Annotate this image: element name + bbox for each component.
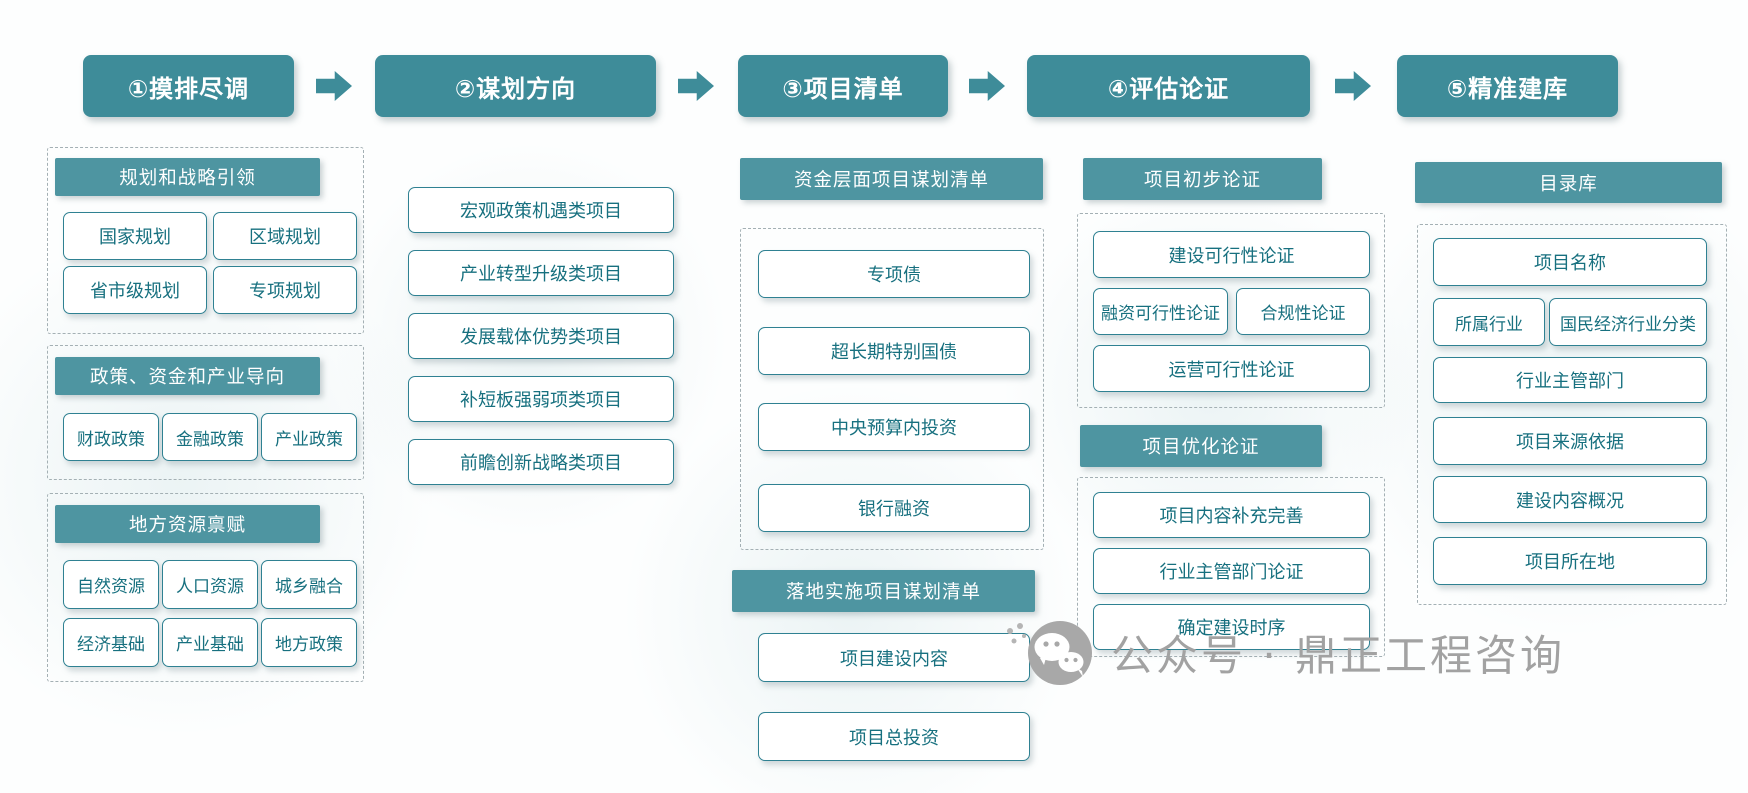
group-header-local-resources: 地方资源禀赋	[55, 505, 320, 543]
group-container-policy	[47, 345, 364, 480]
item-box: 专项债	[758, 250, 1030, 298]
item-box: 经济基础	[63, 618, 159, 667]
item-box: 超长期特别国债	[758, 327, 1030, 375]
watermark: 公众号 · 鼎正工程咨询	[1003, 615, 1562, 690]
item-box: 城乡融合	[261, 560, 357, 609]
group-header-optimization: 项目优化论证	[1080, 425, 1322, 467]
watermark-text: 公众号 · 鼎正工程咨询	[1111, 631, 1566, 680]
item-box: 银行融资	[758, 484, 1030, 532]
step-4-evaluation: ④评估论证	[1027, 55, 1310, 117]
item-box: 补短板强弱项类项目	[408, 376, 674, 422]
item-box: 前瞻创新战略类项目	[408, 439, 674, 485]
arrow-right-icon	[969, 71, 1005, 101]
arrow-right-icon	[678, 71, 714, 101]
group-container-preliminary	[1077, 213, 1385, 408]
group-header-planning: 规划和战略引领	[55, 158, 320, 196]
item-box: 项目总投资	[758, 712, 1030, 761]
item-box: 人口资源	[162, 560, 258, 609]
item-box: 合规性论证	[1236, 288, 1370, 335]
item-box: 发展载体优势类项目	[408, 313, 674, 359]
item-box: 区域规划	[213, 212, 357, 260]
item-box: 项目所在地	[1433, 537, 1707, 585]
item-box: 行业主管部门论证	[1093, 548, 1370, 594]
group-header-policy: 政策、资金和产业导向	[55, 357, 320, 395]
item-box: 建设可行性论证	[1093, 231, 1370, 278]
group-container-catalog	[1417, 224, 1727, 605]
item-box: 确定建设时序	[1093, 604, 1370, 650]
item-box: 金融政策	[162, 413, 258, 461]
step-2-direction: ②谋划方向	[375, 55, 656, 117]
item-box: 所属行业	[1433, 298, 1545, 346]
step-3-project-list: ③项目清单	[738, 55, 948, 117]
group-container-funding	[740, 228, 1044, 550]
item-box: 建设内容概况	[1433, 476, 1707, 523]
item-box: 融资可行性论证	[1093, 288, 1228, 335]
item-box: 项目建设内容	[758, 633, 1030, 682]
item-box: 运营可行性论证	[1093, 345, 1370, 392]
item-box: 产业政策	[261, 413, 357, 461]
group-container-optimization	[1077, 477, 1385, 657]
item-box: 中央预算内投资	[758, 403, 1030, 451]
item-box: 国民经济行业分类	[1549, 298, 1707, 346]
wechat-icon	[1003, 619, 1095, 687]
item-box: 项目来源依据	[1433, 417, 1707, 465]
item-box: 行业主管部门	[1433, 357, 1707, 403]
step-5-database: ⑤精准建库	[1397, 55, 1618, 117]
step-1-survey: ①摸排尽调	[83, 55, 294, 117]
item-box: 国家规划	[63, 212, 207, 260]
item-box: 财政政策	[63, 413, 159, 461]
item-box: 地方政策	[261, 618, 357, 667]
arrow-right-icon	[316, 71, 352, 101]
item-box: 宏观政策机遇类项目	[408, 187, 674, 233]
item-box: 专项规划	[213, 266, 357, 314]
arrow-right-icon	[1335, 71, 1371, 101]
group-header-preliminary: 项目初步论证	[1083, 158, 1322, 200]
group-container-planning	[47, 147, 364, 334]
item-box: 产业转型升级类项目	[408, 250, 674, 296]
item-box: 省市级规划	[63, 266, 207, 314]
group-header-catalog: 目录库	[1415, 162, 1722, 203]
group-header-implementation-list: 落地实施项目谋划清单	[732, 570, 1035, 612]
item-box: 自然资源	[63, 560, 159, 609]
item-box: 产业基础	[162, 618, 258, 667]
group-header-funding-list: 资金层面项目谋划清单	[740, 158, 1043, 200]
item-box: 项目名称	[1433, 238, 1707, 286]
item-box: 项目内容补充完善	[1093, 492, 1370, 538]
group-container-local-resources	[47, 493, 364, 682]
